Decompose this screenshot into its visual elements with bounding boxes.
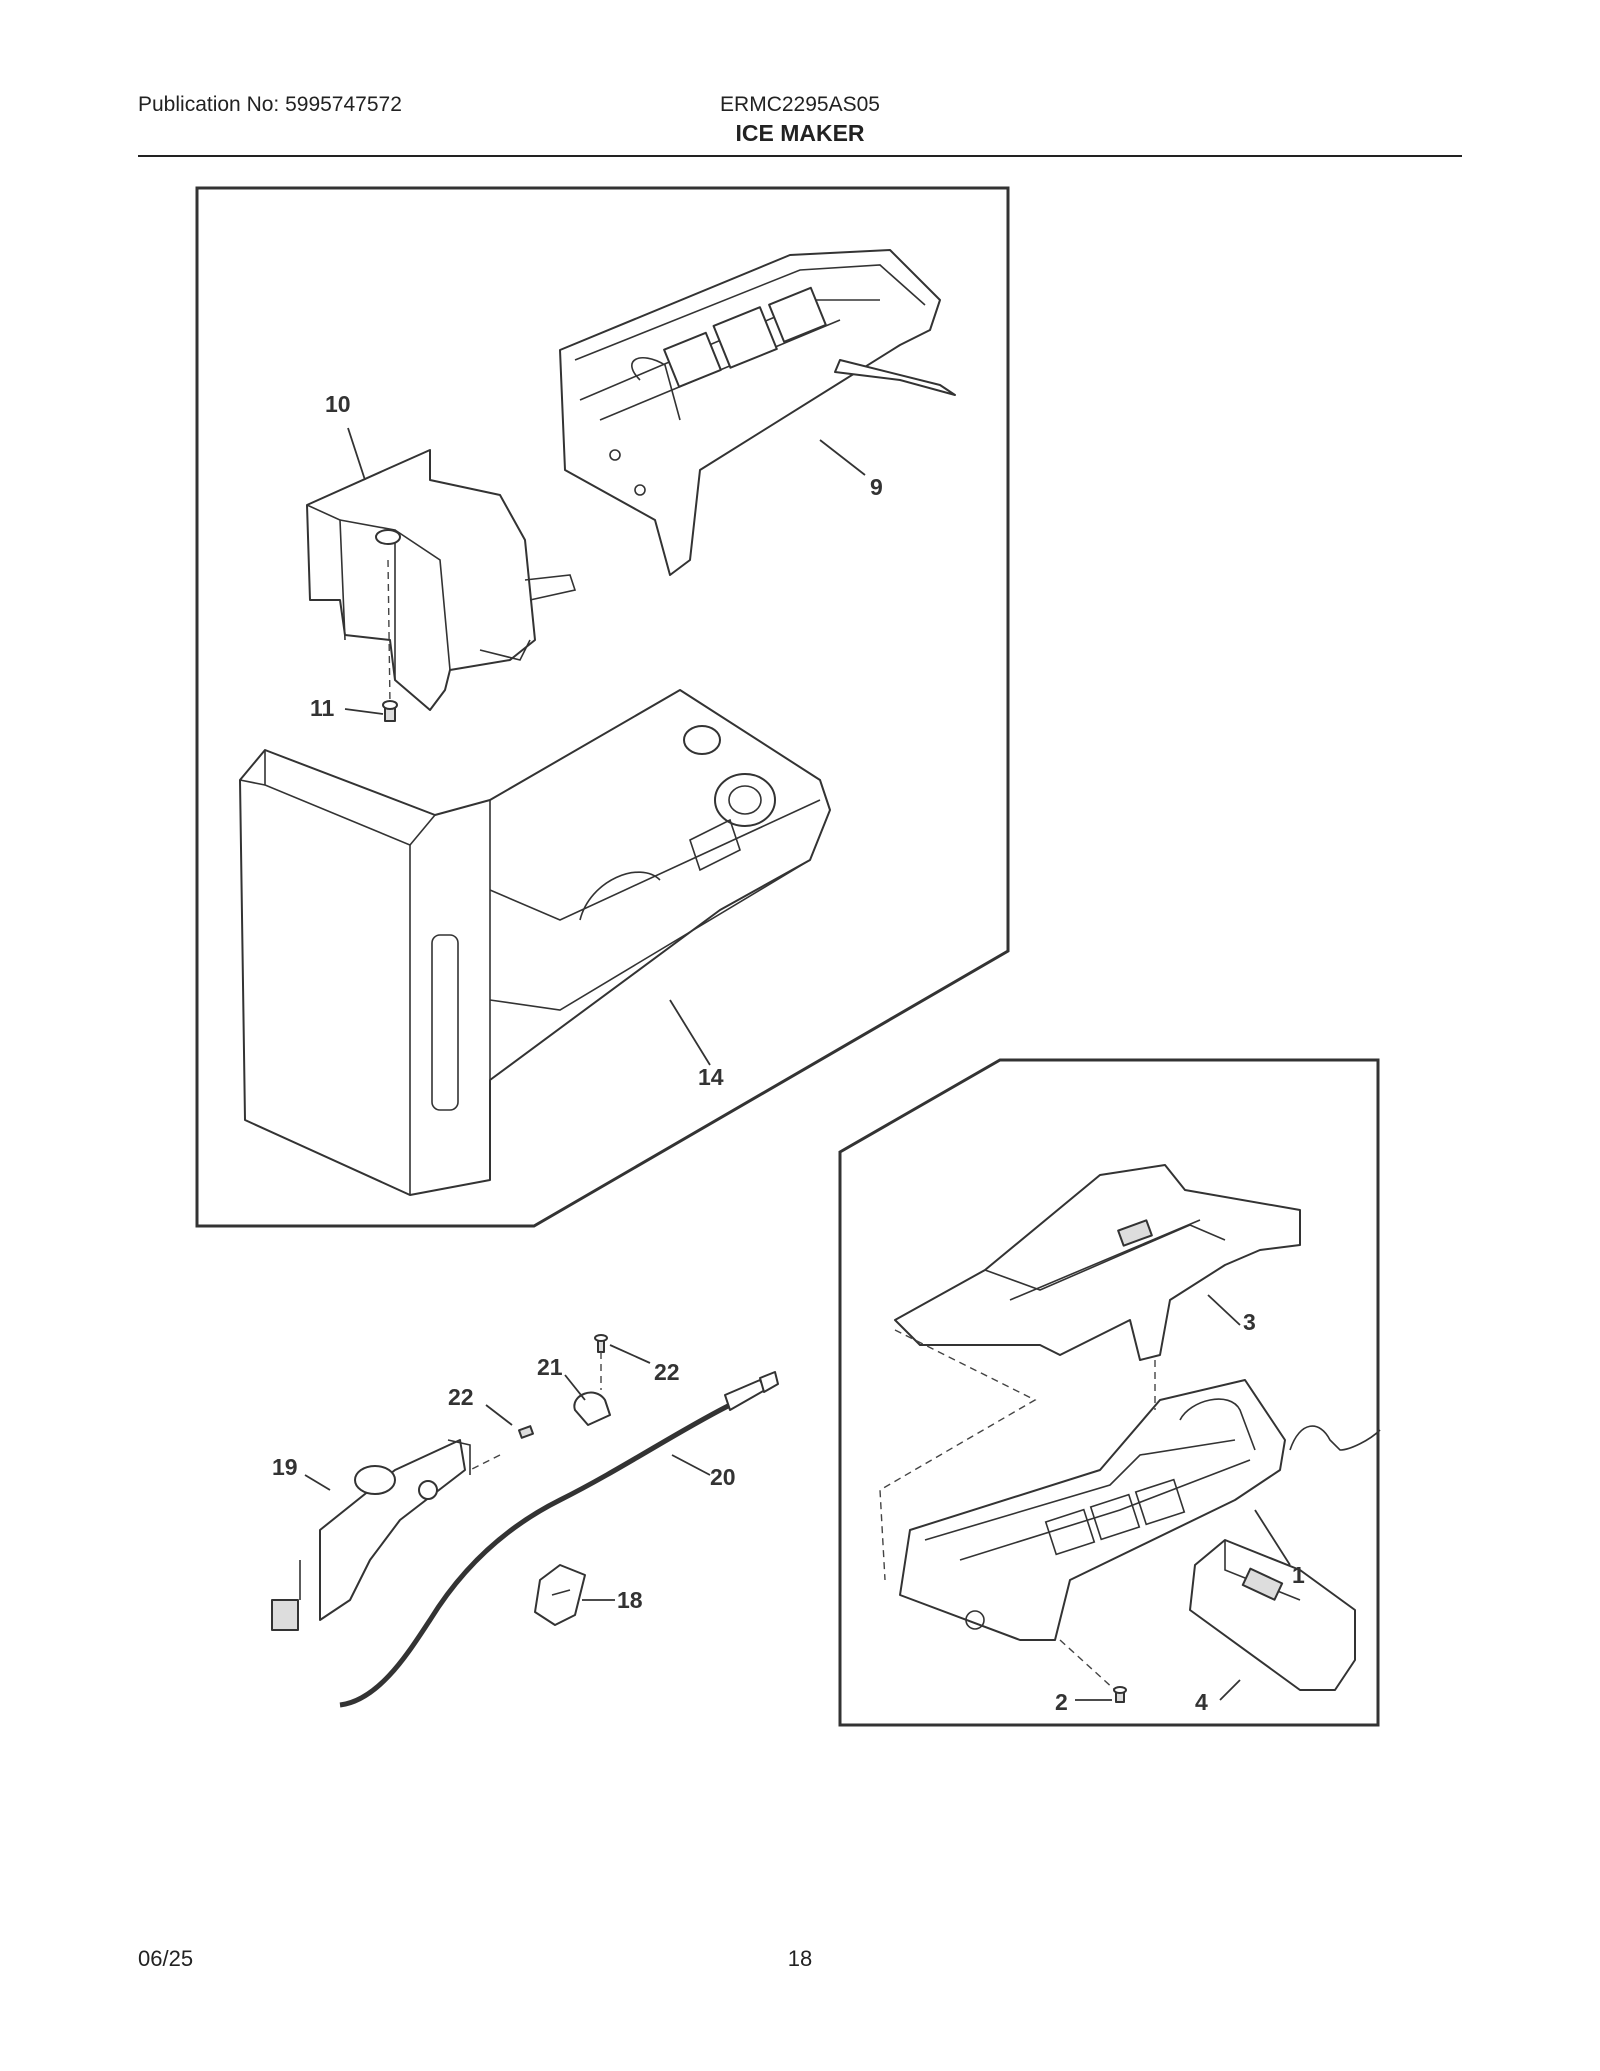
callout-14: 14 bbox=[698, 1064, 724, 1090]
model-number: ERMC2295AS05 bbox=[720, 93, 880, 116]
callout-1: 1 bbox=[1292, 1562, 1305, 1588]
dashed-assembly-guides bbox=[879, 1329, 1156, 1691]
footer-date: 06/25 bbox=[138, 1946, 194, 1971]
callout-2: 2 bbox=[1055, 1689, 1068, 1715]
screw-part-22-upper bbox=[594, 1334, 608, 1390]
callout-11: 11 bbox=[310, 695, 335, 721]
footer-page-number: 18 bbox=[787, 1946, 813, 1971]
water-tube-part-20 bbox=[339, 1371, 779, 1708]
water-valve-part-19 bbox=[271, 1439, 471, 1631]
auger-housing-part-10 bbox=[306, 449, 577, 711]
ice-maker-assembly-part-9 bbox=[559, 249, 956, 576]
lower-panel-frame bbox=[838, 1058, 1380, 1727]
callout-18: 18 bbox=[617, 1587, 643, 1613]
leader-lines bbox=[304, 427, 1291, 1701]
callout-labels: 10 9 11 14 3 1 2 4 18 19 20 21 22 22 bbox=[272, 391, 1305, 1715]
publication-number: Publication No: 5995747572 bbox=[138, 93, 402, 116]
callout-3: 3 bbox=[1243, 1309, 1256, 1335]
screw-part-22-lower bbox=[469, 1425, 535, 1471]
ice-maker-cover-part-3 bbox=[894, 1164, 1301, 1361]
callout-22-upper: 22 bbox=[654, 1359, 680, 1385]
clamp-part-21 bbox=[573, 1391, 611, 1426]
callout-4: 4 bbox=[1195, 1689, 1208, 1715]
screw-part-2 bbox=[1113, 1686, 1127, 1703]
callout-20: 20 bbox=[710, 1464, 736, 1490]
ice-bucket-part-14 bbox=[239, 689, 831, 1196]
callout-21: 21 bbox=[537, 1354, 563, 1380]
clip-part-18 bbox=[534, 1564, 586, 1626]
page-title: ICE MAKER bbox=[735, 120, 865, 146]
screw-part-11 bbox=[382, 559, 398, 722]
callout-9: 9 bbox=[870, 474, 883, 500]
header-rule bbox=[138, 155, 1462, 157]
cover-part-4 bbox=[1189, 1539, 1356, 1691]
callout-10: 10 bbox=[325, 391, 351, 417]
callout-19: 19 bbox=[272, 1454, 298, 1480]
upper-panel-frame bbox=[195, 186, 1010, 1228]
callout-22-lower: 22 bbox=[448, 1384, 474, 1410]
ice-maker-lower-assembly-part-1 bbox=[899, 1379, 1381, 1641]
